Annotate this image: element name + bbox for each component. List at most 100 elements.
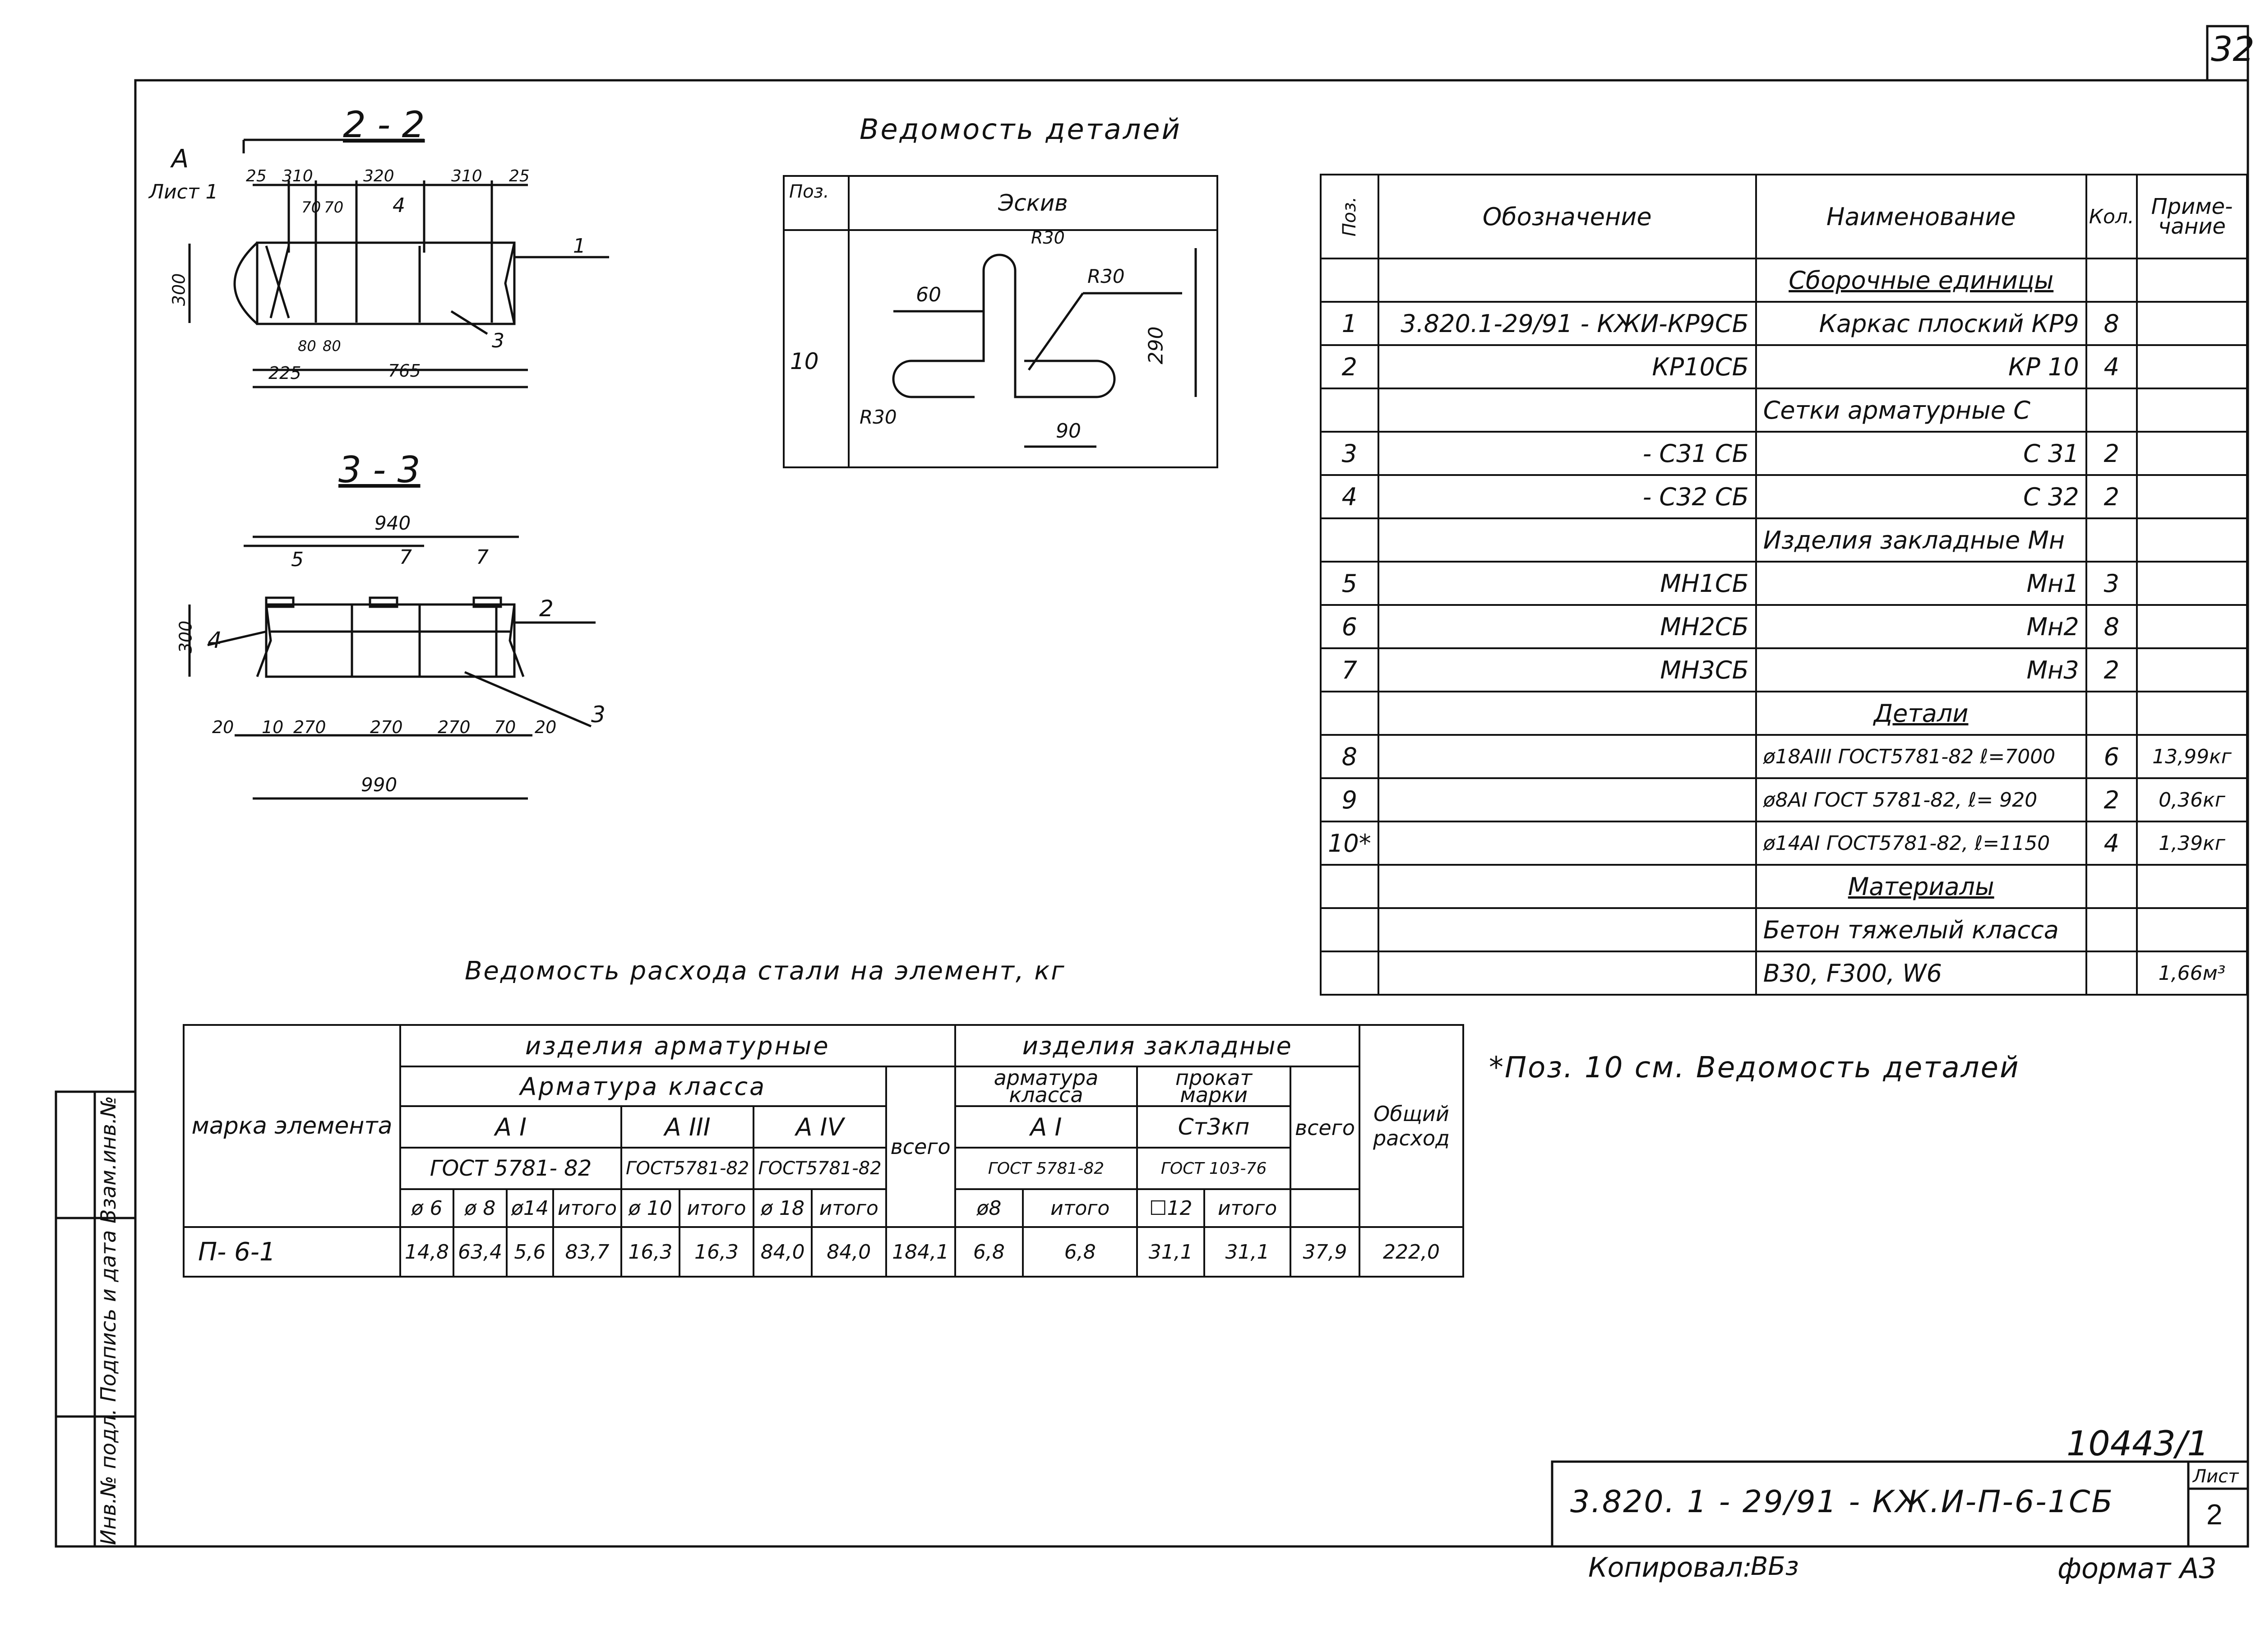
spec-cell-note xyxy=(2136,388,2248,433)
dim-25-right: 25 xyxy=(509,167,530,185)
spec-cell-pos xyxy=(1320,864,1379,909)
dim-80-a: 80 xyxy=(298,337,316,355)
steel-sub-7: итого xyxy=(810,1188,887,1228)
spec-cell-name: С 31 xyxy=(1755,431,2087,476)
steel-sub-5: итого xyxy=(678,1188,755,1228)
copied-label: Копировал: xyxy=(1588,1552,1752,1583)
spec-cell-pos: 1 xyxy=(1320,301,1379,346)
dim-20-left: 20 xyxy=(212,717,234,737)
spec-cell-pos: 6 xyxy=(1320,604,1379,649)
steel-value-6: 84,0 xyxy=(753,1226,813,1278)
spec-cell-qty xyxy=(2085,951,2138,996)
steel-head-emb-gost-st: ГОСТ 103-76 xyxy=(1136,1147,1291,1190)
list-number: 2 xyxy=(2206,1498,2223,1531)
leader-7-a: 7 xyxy=(399,546,412,569)
steel-value-11: 31,1 xyxy=(1136,1226,1206,1278)
leader-3-b: 3 xyxy=(591,701,606,728)
spec-cell-note xyxy=(2136,864,2248,909)
spec-cell-qty xyxy=(2085,517,2138,563)
steel-head-emb-a1: А I xyxy=(954,1105,1138,1149)
section-3-3-title: 3 - 3 xyxy=(338,449,421,491)
steel-head-arm-class: Арматура класса xyxy=(399,1066,887,1107)
steel-sub-9: итого xyxy=(1022,1188,1138,1228)
spec-cell-designation: - С31 СБ xyxy=(1377,431,1757,476)
dim-270-a: 270 xyxy=(293,717,326,737)
inventory-number: 10443/1 xyxy=(2066,1423,2209,1463)
leader-2: 2 xyxy=(539,595,554,622)
spec-row: Бетон тяжелый класса xyxy=(1320,907,2248,952)
spec-cell-pos: 9 xyxy=(1320,777,1379,822)
leader-3-a: 3 xyxy=(492,329,504,352)
steel-head-mark: марка элемента xyxy=(183,1024,401,1228)
steel-sub-2: ø14 xyxy=(505,1188,554,1228)
dim-70-b: 70 xyxy=(324,198,344,217)
copied-sign: ВБз xyxy=(1751,1552,1799,1581)
section-2-2-title: 2 - 2 xyxy=(343,104,425,146)
spec-cell-pos: 4 xyxy=(1320,474,1379,519)
spec-cell-name: В30, F300, W6 xyxy=(1755,951,2087,996)
steel-head-emb-all: всего xyxy=(1289,1066,1361,1190)
details-row-pos: 10 xyxy=(783,229,850,468)
spec-cell-qty: 8 xyxy=(2085,604,2138,649)
dim-300-a: 300 xyxy=(169,273,189,306)
spec-cell-qty: 2 xyxy=(2085,777,2138,822)
detail-dim-90: 90 xyxy=(1056,420,1081,443)
spec-cell-name: ø8АI ГОСТ 5781-82, ℓ= 920 xyxy=(1755,777,2087,822)
spec-cell-name: КР 10 xyxy=(1755,344,2087,389)
spec-row: Изделия закладные Мн xyxy=(1320,517,2248,563)
spec-cell-qty: 4 xyxy=(2085,344,2138,389)
footnote: *Поз. 10 см. Ведомость деталей xyxy=(1489,1051,2020,1084)
dim-765: 765 xyxy=(388,361,421,381)
spec-cell-qty: 2 xyxy=(2085,431,2138,476)
dim-990: 990 xyxy=(361,774,398,796)
spec-cell-designation: 3.820.1-29/91 - КЖИ-КР9СБ xyxy=(1377,301,1757,346)
steel-value-2: 5,6 xyxy=(505,1226,554,1278)
spec-cell-designation xyxy=(1377,517,1757,563)
spec-cell-qty xyxy=(2085,691,2138,736)
spec-cell-qty: 6 xyxy=(2085,734,2138,779)
spec-cell-name: ø14АI ГОСТ5781-82, ℓ=1150 xyxy=(1755,821,2087,866)
steel-head-emb-st: Ст3кп xyxy=(1136,1105,1291,1149)
steel-head-emb-rolled: прокат марки xyxy=(1136,1066,1291,1107)
steel-head-a1: А I xyxy=(399,1105,623,1149)
leader-4-a: 4 xyxy=(393,194,405,217)
spec-cell-name: Бетон тяжелый класса xyxy=(1755,907,2087,952)
steel-value-4: 16,3 xyxy=(620,1226,680,1278)
sheet-number: 32 xyxy=(2211,29,2255,69)
steel-head-gost-a3: ГОСТ5781-82 xyxy=(620,1147,755,1190)
callout-a: А xyxy=(171,144,189,174)
spec-cell-pos xyxy=(1320,517,1379,563)
spec-cell-name: Детали xyxy=(1755,691,2087,736)
dim-270-c: 270 xyxy=(438,717,471,737)
spec-cell-designation xyxy=(1377,388,1757,433)
spec-cell-designation xyxy=(1377,734,1757,779)
spec-cell-pos xyxy=(1320,258,1379,303)
spec-cell-note: 1,39кг xyxy=(2136,821,2248,866)
steel-head-a4: А IV xyxy=(753,1105,887,1149)
spec-cell-note xyxy=(2136,561,2248,606)
steel-head-gost-a4: ГОСТ5781-82 xyxy=(753,1147,887,1190)
dim-70-c: 70 xyxy=(494,717,516,737)
spec-cell-pos xyxy=(1320,691,1379,736)
spec-cell-pos: 5 xyxy=(1320,561,1379,606)
dim-310-left: 310 xyxy=(282,167,313,185)
steel-sub-4: ø 10 xyxy=(620,1188,680,1228)
side-stamp: Инв.№ подл. Подпись и дата Взам.инв.№ xyxy=(96,1095,120,1546)
spec-cell-pos: 8 xyxy=(1320,734,1379,779)
spec-cell-designation xyxy=(1377,951,1757,996)
spec-cell-designation xyxy=(1377,907,1757,952)
steel-sub-11: итого xyxy=(1203,1188,1291,1228)
document-code: 3.820. 1 - 29/91 - КЖ.И-П-6-1СБ xyxy=(1570,1484,2114,1520)
details-title: Ведомость деталей xyxy=(860,113,1182,146)
steel-sub-6: ø 18 xyxy=(753,1188,813,1228)
spec-cell-name: Мн3 xyxy=(1755,647,2087,692)
spec-cell-designation xyxy=(1377,821,1757,866)
spec-cell-designation xyxy=(1377,777,1757,822)
steel-head-emb-items: изделия закладные xyxy=(954,1024,1361,1067)
